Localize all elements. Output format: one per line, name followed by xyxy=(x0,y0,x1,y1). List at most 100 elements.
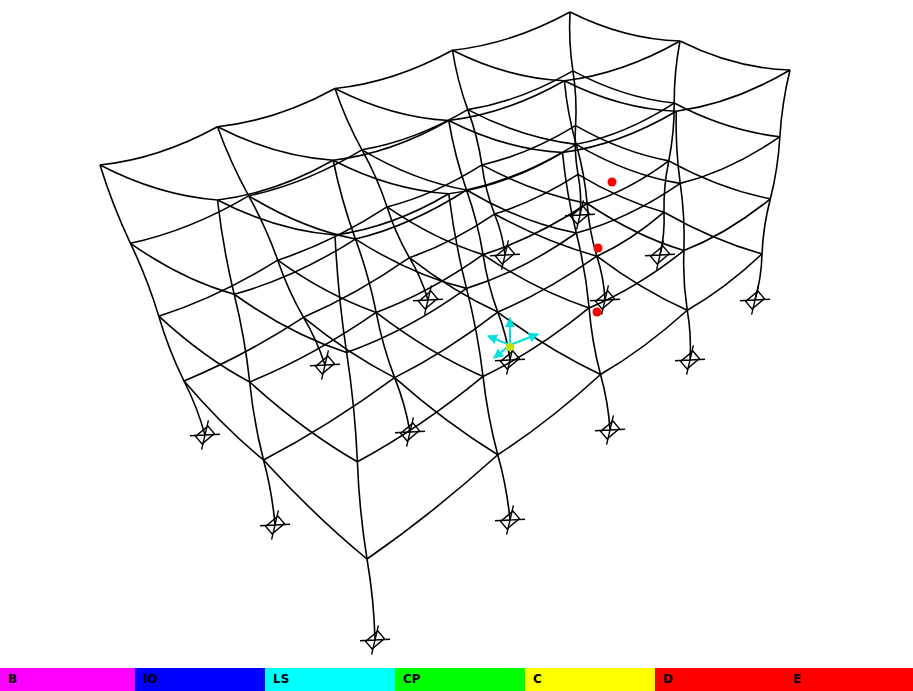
fixed-support xyxy=(413,285,443,314)
axis-arrow xyxy=(488,336,510,345)
frame-member xyxy=(100,127,218,165)
plastic-hinges xyxy=(593,178,617,317)
frame-member xyxy=(684,251,688,311)
hinge-dot xyxy=(608,178,617,187)
frame-member xyxy=(564,81,676,112)
support-cross xyxy=(190,420,220,449)
frame-member xyxy=(762,199,770,254)
frame-member xyxy=(130,196,248,243)
legend-swatch: C xyxy=(525,668,655,691)
frame-member xyxy=(333,160,449,194)
frame-member xyxy=(249,196,356,239)
legend-label: B xyxy=(0,668,135,691)
legend-label: C xyxy=(525,668,655,691)
frame-member xyxy=(587,161,669,204)
frame-member xyxy=(601,375,611,431)
frame-member xyxy=(367,455,498,559)
frame-member xyxy=(218,127,249,196)
legend-label: LS xyxy=(265,668,395,691)
frame-member xyxy=(184,381,264,460)
frame-member xyxy=(449,153,563,194)
support-cross xyxy=(740,285,770,314)
frame-member xyxy=(467,233,577,288)
frame-member xyxy=(376,255,483,313)
support-symbols xyxy=(190,200,770,654)
legend-swatch: E xyxy=(785,668,913,691)
frame-member xyxy=(250,382,358,462)
frame-member xyxy=(264,460,368,559)
legend-swatch: LS xyxy=(265,668,395,691)
support-cross xyxy=(490,240,520,269)
legend-label: IO xyxy=(135,668,265,691)
frame-member xyxy=(589,308,600,375)
support-cross xyxy=(595,415,625,444)
frame-member xyxy=(482,165,587,204)
frame-member xyxy=(335,89,449,121)
frame-member xyxy=(664,161,669,212)
frame-member xyxy=(597,256,605,300)
frame-member xyxy=(483,308,589,377)
frame-member xyxy=(684,199,770,251)
frame-member xyxy=(498,375,601,455)
support-cross xyxy=(495,505,525,534)
frame-member xyxy=(468,110,576,145)
frame-member xyxy=(664,212,762,254)
legend-swatch: IO xyxy=(135,668,265,691)
frame-member xyxy=(409,214,494,258)
frame-member xyxy=(357,376,483,461)
frame-member xyxy=(218,160,334,200)
legend-swatch: CP xyxy=(395,668,525,691)
frame-member xyxy=(304,317,326,365)
frame-member xyxy=(482,126,576,165)
support-cross xyxy=(675,345,705,374)
frame-member xyxy=(576,233,589,308)
frame-member xyxy=(218,200,336,235)
frame-member xyxy=(264,378,395,460)
fixed-support xyxy=(490,240,520,269)
frame-member xyxy=(483,204,587,255)
hinge-dot xyxy=(593,308,602,317)
frame-member xyxy=(100,165,218,200)
frame-member xyxy=(483,376,498,454)
frame-member xyxy=(159,316,184,381)
fixed-support xyxy=(190,420,220,449)
legend-swatch: D xyxy=(655,668,785,691)
legend-swatch: B xyxy=(0,668,135,691)
frame-member xyxy=(669,161,771,199)
fixed-support xyxy=(740,285,770,314)
frame-member xyxy=(130,243,234,294)
frame-member xyxy=(576,144,680,183)
fixed-support xyxy=(395,417,425,446)
fixed-support xyxy=(675,345,705,374)
frame-member xyxy=(234,294,346,352)
frame-member xyxy=(589,251,684,308)
frame-member xyxy=(482,165,495,214)
fixed-support xyxy=(645,240,675,269)
frame-member xyxy=(564,41,680,81)
fixed-support xyxy=(595,415,625,444)
frame-member xyxy=(357,462,367,559)
frame-member xyxy=(355,239,466,288)
frame-member xyxy=(453,50,565,81)
frame-member xyxy=(676,70,790,111)
frame-member xyxy=(573,71,674,103)
frame-member xyxy=(362,150,467,190)
fixed-support xyxy=(495,505,525,534)
frame-member xyxy=(449,81,565,121)
frame-member xyxy=(597,212,664,256)
frame-member xyxy=(449,121,563,153)
support-cross xyxy=(565,200,595,229)
frame-member xyxy=(218,89,336,127)
frame-member xyxy=(249,196,278,260)
fixed-support xyxy=(260,510,290,539)
fixed-support xyxy=(310,350,340,379)
frame-member xyxy=(218,200,235,294)
frame-member xyxy=(449,194,467,289)
frame-member xyxy=(676,111,680,183)
frame-member xyxy=(601,310,688,374)
frame-member xyxy=(674,41,680,103)
frame-member xyxy=(453,12,571,50)
frame-member xyxy=(250,382,264,460)
frame-member xyxy=(376,312,483,376)
